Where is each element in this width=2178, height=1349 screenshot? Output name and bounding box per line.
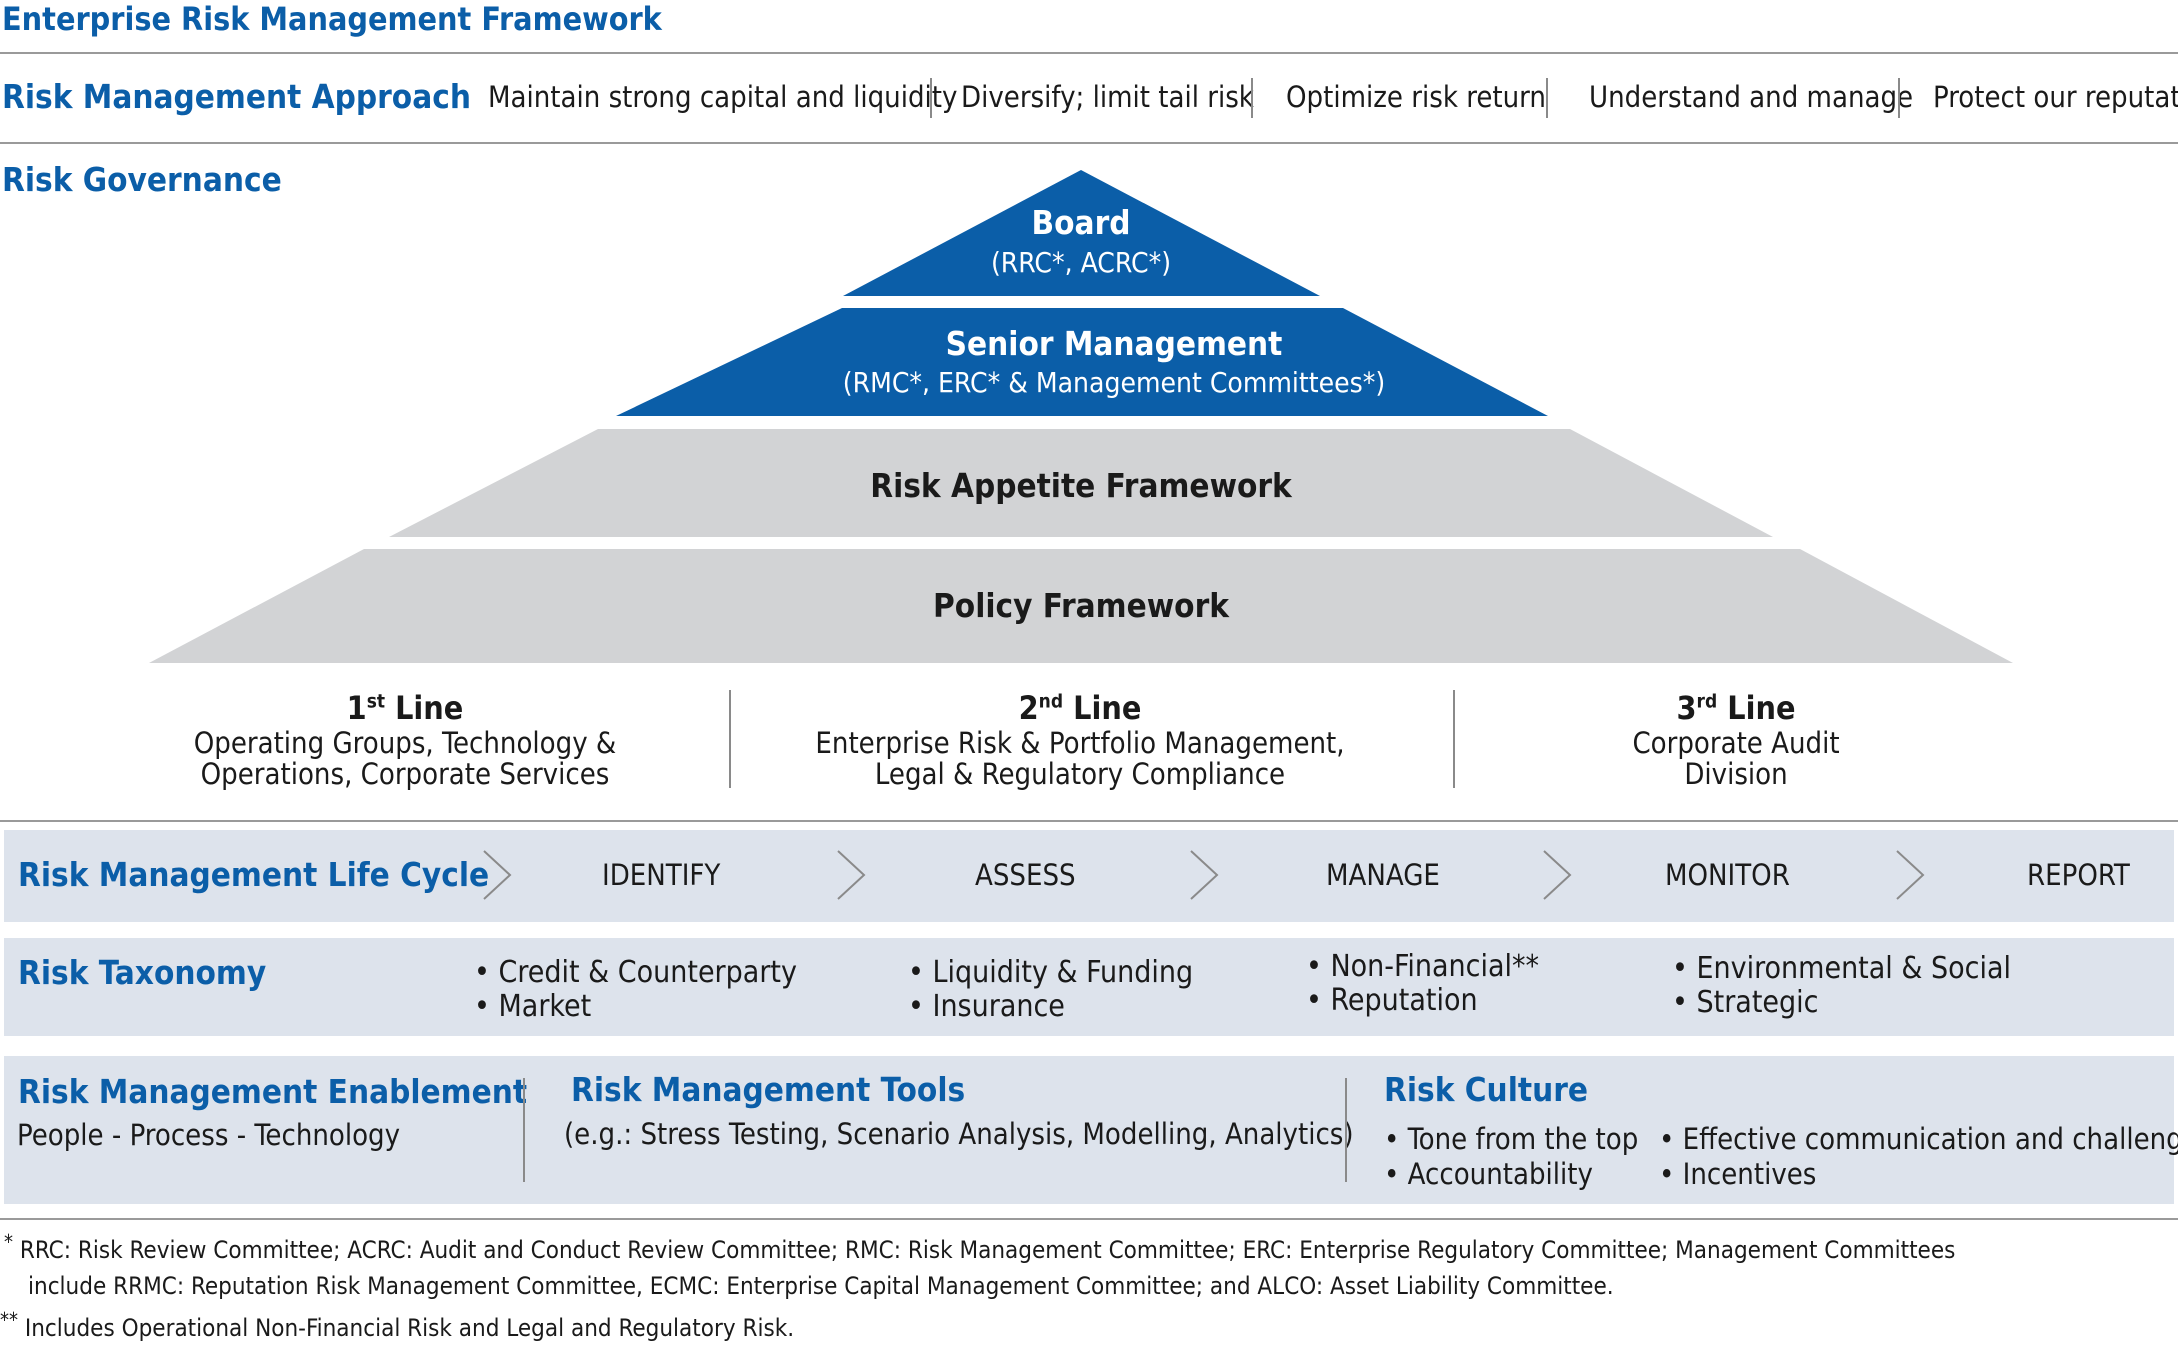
line-description: Legal & Regulatory Compliance (874, 757, 1286, 791)
divider (0, 142, 2178, 144)
risk-appetite-label: Risk Appetite Framework (870, 466, 1292, 505)
line-word: Line (1073, 689, 1142, 727)
line-description: Corporate Audit (1632, 726, 1840, 760)
chevron-right-icon (837, 850, 866, 900)
list-item: • Incentives (1659, 1157, 1817, 1191)
divider (1546, 78, 1548, 118)
culture-label: Risk Culture (1384, 1070, 1588, 1109)
list-item: • Strategic (1672, 985, 1819, 1020)
list-item: • Market (474, 989, 592, 1024)
taxonomy-column-4: • Environmental & Social • Strategic (1672, 952, 2011, 1020)
footnote-text: RRC: Risk Review Committee; ACRC: Audit … (19, 1236, 1956, 1264)
third-line: 3rd Line Corporate Audit Division (1536, 688, 1936, 790)
footnote-text: Includes Operational Non-Financial Risk … (24, 1314, 795, 1342)
list-item: • Credit & Counterparty (474, 955, 797, 990)
chevron-right-icon (1543, 850, 1572, 900)
list-item: • Accountability (1384, 1157, 1593, 1191)
footnote-1: * RRC: Risk Review Committee; ACRC: Audi… (4, 1232, 1956, 1264)
approach-item: Maintain strong capital and liquidity (488, 80, 958, 114)
risk-appetite-tier (389, 429, 1773, 537)
approach-item: Understand and manage (1589, 80, 1914, 114)
taxonomy-column-2: • Liquidity & Funding • Insurance (908, 956, 1193, 1024)
divider (1345, 1078, 1347, 1182)
lifecycle-step: MANAGE (1326, 858, 1440, 892)
lifecycle-step: ASSESS (975, 858, 1076, 892)
culture-column-2: • Effective communication and challenge … (1659, 1122, 2178, 1192)
line-number: 3 (1676, 689, 1697, 727)
policy-framework-label: Policy Framework (933, 586, 1229, 625)
board-subtitle: (RRC*, ACRC*) (990, 246, 1172, 279)
footnote-2: ** Includes Operational Non-Financial Ri… (0, 1310, 795, 1342)
lifecycle-label: Risk Management Life Cycle (18, 855, 490, 894)
governance-label: Risk Governance (2, 160, 282, 199)
chevron-right-icon (1190, 850, 1219, 900)
divider (1453, 690, 1455, 788)
line-number: 1 (346, 689, 367, 727)
divider (729, 690, 731, 788)
footnote-marker: ** (0, 1308, 18, 1332)
divider (0, 820, 2178, 822)
enablement-label: Risk Management Enablement (18, 1072, 528, 1111)
taxonomy-label: Risk Taxonomy (18, 953, 267, 992)
line-suffix: nd (1038, 690, 1064, 713)
list-item: • Insurance (908, 989, 1065, 1024)
line-description: Operating Groups, Technology & (193, 726, 617, 760)
line-suffix: rd (1696, 690, 1718, 713)
list-item: • Tone from the top (1384, 1122, 1639, 1156)
chevron-right-icon (483, 850, 512, 900)
line-suffix: st (366, 690, 386, 713)
approach-item: Optimize risk return (1286, 80, 1546, 114)
approach-item: Diversify; limit tail risk (961, 80, 1254, 114)
line-description: Enterprise Risk & Portfolio Management, (815, 726, 1345, 760)
approach-item: Protect our reputation (1933, 80, 2178, 114)
enablement-subtitle: People - Process - Technology (17, 1118, 401, 1152)
enablement-band (4, 1056, 2174, 1204)
chevron-right-icon (1896, 850, 1925, 900)
taxonomy-column-3: • Non-Financial** • Reputation (1306, 950, 1539, 1018)
footnote-1-continued: include RRMC: Reputation Risk Management… (28, 1272, 1614, 1300)
tools-subtitle: (e.g.: Stress Testing, Scenario Analysis… (564, 1117, 1354, 1151)
tools-label: Risk Management Tools (571, 1070, 966, 1109)
taxonomy-column-1: • Credit & Counterparty • Market (474, 956, 797, 1024)
lifecycle-step: MONITOR (1665, 858, 1790, 892)
first-line: 1st Line Operating Groups, Technology & … (155, 688, 655, 790)
page-title: Enterprise Risk Management Framework (2, 0, 662, 38)
list-item: • Environmental & Social (1672, 951, 2012, 986)
lifecycle-band (4, 830, 2174, 922)
divider (1251, 78, 1253, 118)
culture-column-1: • Tone from the top • Accountability (1384, 1122, 1638, 1192)
divider (1898, 78, 1900, 118)
divider (0, 1218, 2178, 1220)
line-description: Operations, Corporate Services (200, 757, 610, 791)
list-item: • Reputation (1306, 983, 1478, 1018)
list-item: • Liquidity & Funding (908, 955, 1194, 990)
list-item: • Effective communication and challenge (1659, 1122, 2178, 1156)
policy-framework-tier (149, 549, 2013, 663)
governance-pyramid (149, 170, 2013, 663)
lifecycle-step: IDENTIFY (602, 858, 721, 892)
line-word: Line (1727, 689, 1796, 727)
senior-management-subtitle: (RMC*, ERC* & Management Committees*) (842, 366, 1386, 399)
divider (523, 1078, 525, 1182)
approach-label: Risk Management Approach (2, 77, 471, 116)
divider (930, 78, 932, 118)
senior-management-title: Senior Management (945, 324, 1283, 363)
senior-management-tier (616, 308, 1548, 416)
taxonomy-band (4, 938, 2174, 1036)
board-title: Board (1031, 203, 1131, 242)
line-number: 2 (1018, 689, 1039, 727)
line-description: Division (1684, 757, 1788, 791)
footnote-marker: * (4, 1230, 13, 1254)
line-word: Line (395, 689, 464, 727)
list-item: • Non-Financial** (1306, 949, 1539, 984)
divider (0, 52, 2178, 54)
board-tier (843, 170, 1320, 296)
second-line: 2nd Line Enterprise Risk & Portfolio Man… (780, 688, 1380, 790)
lifecycle-step: REPORT (2027, 858, 2130, 892)
